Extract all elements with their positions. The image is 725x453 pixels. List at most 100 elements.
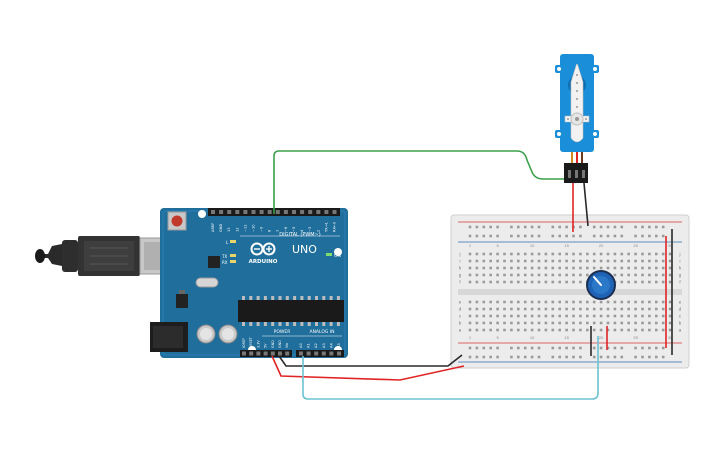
rail-hole[interactable] [620,225,624,229]
terminal-hole[interactable] [530,328,534,332]
terminal-hole[interactable] [503,321,506,325]
rail-hole[interactable] [599,355,603,359]
terminal-hole[interactable] [558,300,561,304]
terminal-hole[interactable] [551,273,555,277]
terminal-hole[interactable] [517,307,520,311]
terminal-hole[interactable] [579,266,582,270]
rail-hole[interactable] [620,346,624,350]
terminal-hole[interactable] [489,328,492,332]
terminal-hole[interactable] [668,259,672,263]
terminal-hole[interactable] [475,321,479,325]
terminal-hole[interactable] [620,259,624,263]
rail-hole[interactable] [530,225,534,229]
reset-button[interactable] [167,211,187,231]
digital-pin[interactable] [219,210,224,214]
terminal-hole[interactable] [668,280,672,284]
terminal-hole[interactable] [661,280,665,284]
wire-cyan-analog[interactable] [302,336,599,400]
terminal-hole[interactable] [475,273,479,277]
rail-hole[interactable] [475,346,479,350]
terminal-hole[interactable] [489,307,492,311]
terminal-hole[interactable] [634,273,637,277]
terminal-hole[interactable] [565,321,568,325]
rail-hole[interactable] [655,346,658,350]
terminal-hole[interactable] [468,273,472,277]
terminal-hole[interactable] [530,314,534,318]
terminal-hole[interactable] [489,266,492,270]
terminal-hole[interactable] [572,328,575,332]
rail-hole[interactable] [510,234,513,238]
terminal-hole[interactable] [482,266,486,270]
wire-black-gnd[interactable] [278,354,463,367]
terminal-hole[interactable] [634,328,637,332]
rail-hole[interactable] [517,346,520,350]
rail-hole[interactable] [530,355,534,359]
rail-hole[interactable] [572,346,575,350]
terminal-hole[interactable] [599,314,603,318]
terminal-hole[interactable] [592,259,596,263]
terminal-hole[interactable] [579,307,582,311]
terminal-hole[interactable] [503,259,506,263]
terminal-hole[interactable] [655,321,658,325]
rail-hole[interactable] [655,234,658,238]
digital-pin[interactable] [292,210,296,214]
terminal-hole[interactable] [517,259,520,263]
terminal-hole[interactable] [544,266,548,270]
rail-hole[interactable] [517,234,520,238]
terminal-hole[interactable] [544,314,548,318]
terminal-hole[interactable] [503,300,506,304]
terminal-hole[interactable] [627,328,630,332]
rail-hole[interactable] [613,346,617,350]
rail-hole[interactable] [579,346,582,350]
rail-hole[interactable] [641,234,644,238]
rail-hole[interactable] [489,355,492,359]
terminal-hole[interactable] [496,266,499,270]
terminal-hole[interactable] [523,321,527,325]
rail-hole[interactable] [565,346,568,350]
rail-hole[interactable] [537,346,541,350]
terminal-hole[interactable] [620,328,624,332]
terminal-hole[interactable] [592,300,596,304]
analog-header[interactable] [296,350,344,357]
terminal-hole[interactable] [641,321,644,325]
terminal-hole[interactable] [503,280,506,284]
terminal-hole[interactable] [565,328,568,332]
terminal-hole[interactable] [468,300,472,304]
terminal-hole[interactable] [482,300,486,304]
terminal-hole[interactable] [475,307,479,311]
rail-hole[interactable] [482,346,486,350]
digital-pin[interactable] [316,210,321,214]
rail-hole[interactable] [523,346,527,350]
terminal-hole[interactable] [551,314,555,318]
rail-hole[interactable] [510,355,513,359]
potentiometer-icon[interactable] [586,270,616,300]
terminal-hole[interactable] [482,328,486,332]
terminal-hole[interactable] [579,259,582,263]
rail-hole[interactable] [592,234,596,238]
terminal-hole[interactable] [648,321,651,325]
terminal-hole[interactable] [655,328,658,332]
terminal-hole[interactable] [468,252,472,256]
terminal-hole[interactable] [565,266,568,270]
terminal-hole[interactable] [482,321,486,325]
terminal-hole[interactable] [648,307,651,311]
terminal-hole[interactable] [517,314,520,318]
terminal-hole[interactable] [551,280,555,284]
terminal-hole[interactable] [606,266,610,270]
terminal-hole[interactable] [648,328,651,332]
digital-pin[interactable] [251,210,256,214]
terminal-hole[interactable] [468,328,472,332]
terminal-hole[interactable] [661,314,665,318]
terminal-hole[interactable] [641,273,644,277]
rail-hole[interactable] [482,355,486,359]
terminal-hole[interactable] [517,252,520,256]
power-jack-icon[interactable] [150,322,188,352]
rail-hole[interactable] [648,225,651,229]
terminal-hole[interactable] [537,321,541,325]
terminal-hole[interactable] [627,314,630,318]
digital-pin[interactable] [267,210,272,214]
terminal-hole[interactable] [627,307,630,311]
terminal-hole[interactable] [620,273,624,277]
terminal-hole[interactable] [510,273,513,277]
